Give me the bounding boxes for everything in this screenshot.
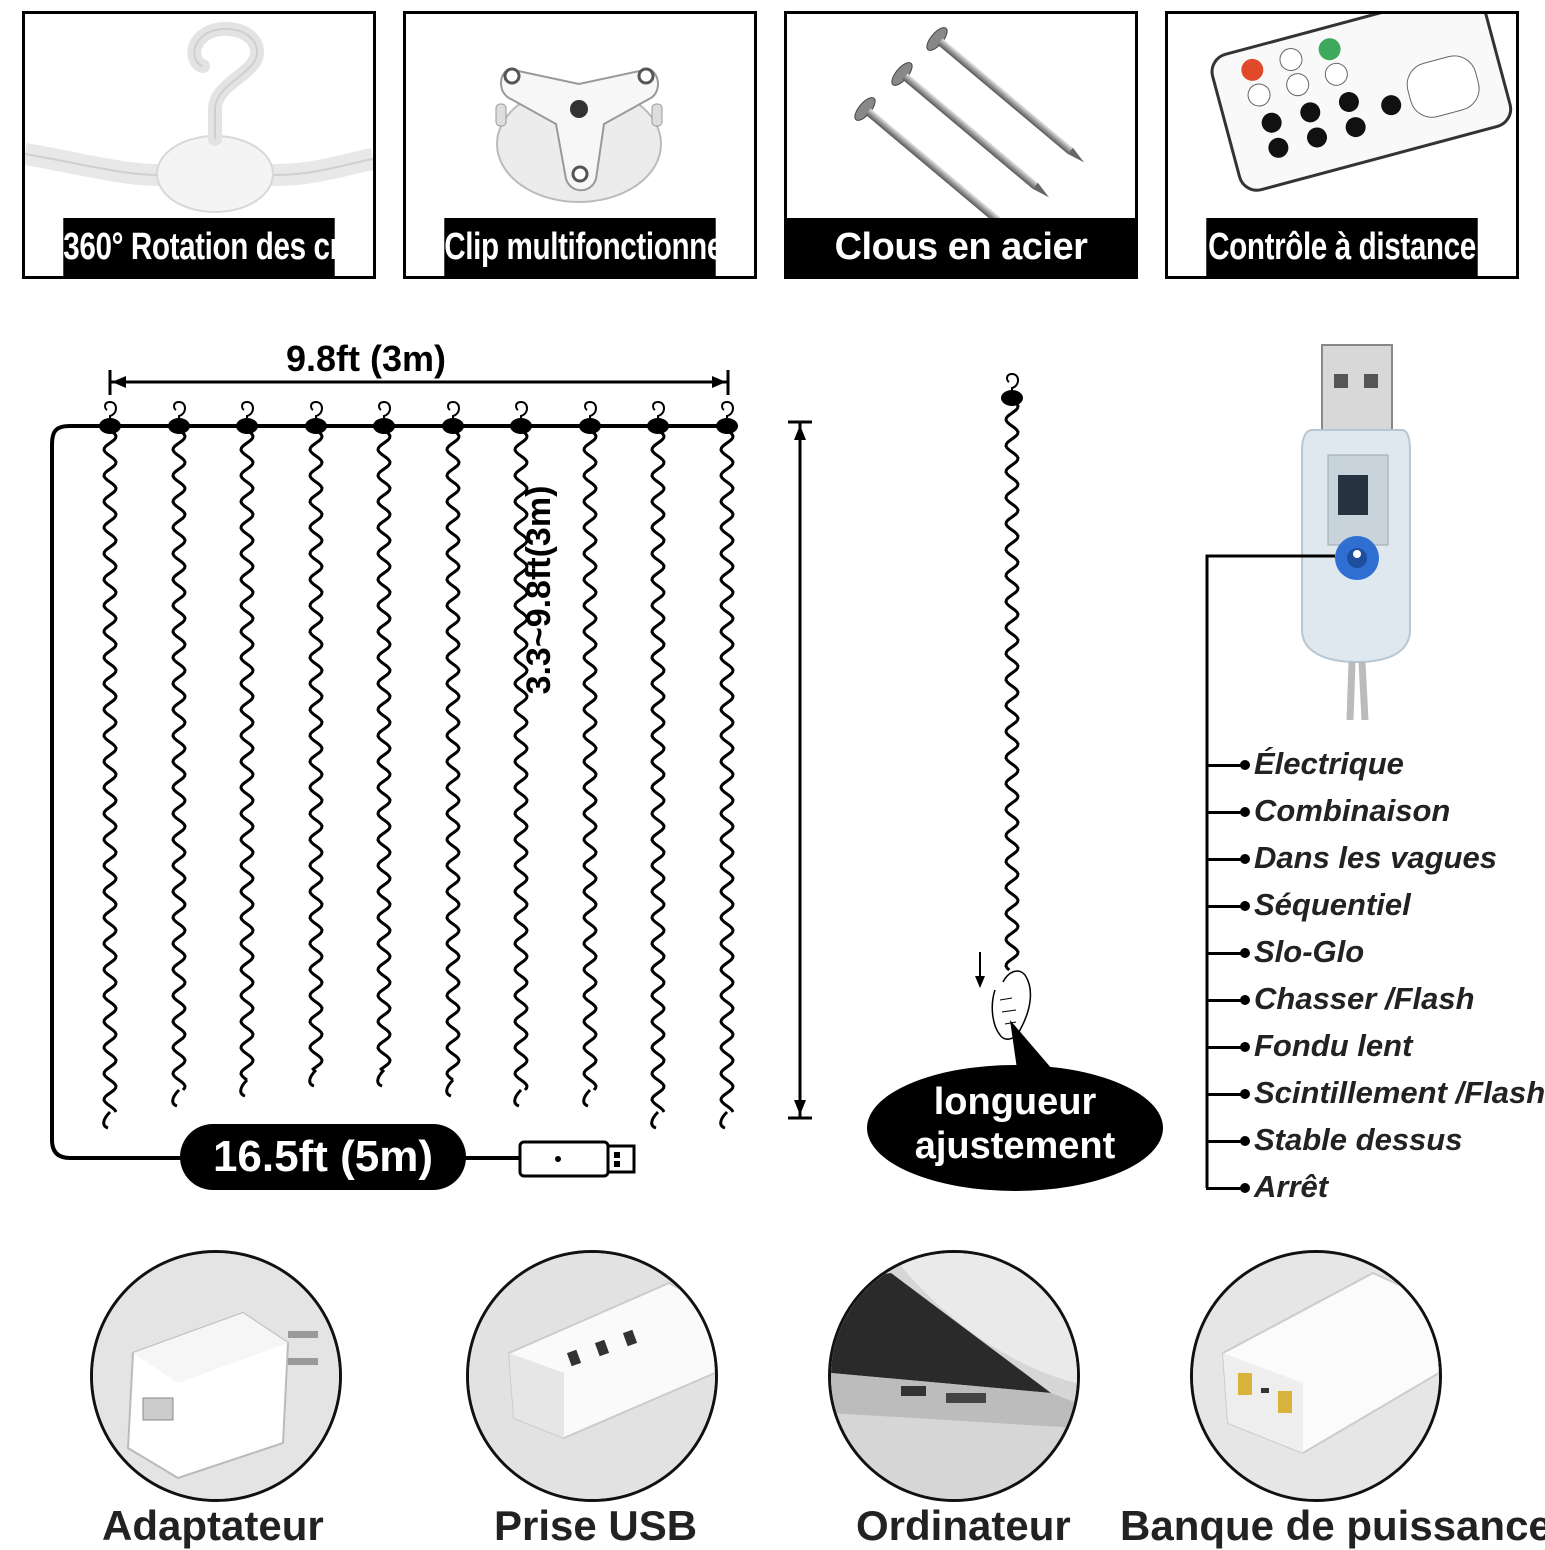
- clip-node: [442, 418, 464, 434]
- hook-icon: [515, 400, 528, 424]
- power-source-laptop: Ordinateur: [828, 1250, 1088, 1549]
- clip-node: [716, 418, 738, 434]
- strand-end: [102, 1110, 112, 1130]
- strand-end: [513, 1088, 523, 1108]
- strand-end: [582, 1088, 592, 1108]
- clip-node: [510, 418, 532, 434]
- light-strand: [308, 428, 324, 1072]
- light-strand: [1004, 398, 1020, 972]
- hook-icon: [310, 400, 323, 424]
- clip-node: [579, 418, 601, 434]
- light-strand: [171, 428, 187, 1091]
- nails-icon: [854, 27, 1085, 224]
- hook-icon: [241, 400, 254, 424]
- hook-icon: [104, 400, 117, 424]
- width-dimension-line: [108, 370, 730, 395]
- height-label: 3.3~9.8ft(3m): [520, 485, 558, 695]
- main-cable: [50, 424, 185, 1160]
- down-arrow-icon: [975, 952, 985, 988]
- height-dimension-line: [788, 420, 812, 1120]
- strand-end: [650, 1110, 660, 1130]
- clip-node: [168, 418, 190, 434]
- light-strand: [376, 428, 392, 1072]
- light-strand: [582, 428, 598, 1091]
- light-strand: [239, 428, 255, 1082]
- light-strand: [102, 428, 118, 1113]
- accessory-card-clip: Clip multifonctionnel: [403, 11, 757, 279]
- accessory-card-remote: Contrôle à distance: [1165, 11, 1519, 279]
- clip-node: [305, 418, 327, 434]
- accessory-card-hook: 360° Rotation des crochets: [22, 11, 376, 279]
- strand-end: [376, 1068, 386, 1088]
- usb-strip-icon: [469, 1253, 715, 1499]
- strand-end: [308, 1068, 318, 1088]
- curtain-diagram: 9.8ft (3m) 3.3~9.8ft(3m) 16.5ft (5m) lon…: [0, 300, 1545, 1230]
- accessory-label: Clip multifonctionnel: [444, 218, 731, 276]
- power-source-label: Ordinateur: [856, 1502, 1071, 1549]
- strand-end: [171, 1088, 181, 1108]
- light-strand: [513, 428, 529, 1091]
- power-source-power-bank: Banque de puissance: [1120, 1250, 1545, 1549]
- laptop-icon: [831, 1253, 1077, 1499]
- power-source-label: Adaptateur: [102, 1502, 324, 1549]
- hook-icon: [1006, 372, 1019, 396]
- power-source-usb-strip: Prise USB: [466, 1250, 726, 1549]
- clip-node: [99, 418, 121, 434]
- usb-plug-icon: [518, 1140, 636, 1178]
- usb-controller-icon: [1301, 344, 1411, 721]
- modes-bracket: [1205, 554, 1335, 1188]
- accessory-label: Contrôle à distance: [1206, 218, 1478, 276]
- power-source-label: Prise USB: [494, 1502, 698, 1549]
- power-source-adapter: Adaptateur: [90, 1250, 350, 1549]
- adapter-icon: [93, 1253, 339, 1499]
- adjustment-label: longueur ajustement: [870, 1080, 1160, 1168]
- light-strand: [719, 428, 735, 1113]
- strand-end: [445, 1078, 455, 1098]
- power-bank-icon: [1193, 1253, 1439, 1499]
- strand-end: [239, 1078, 249, 1098]
- power-source-label: Banque de puissance: [1120, 1502, 1545, 1549]
- adjustment-line-2: ajustement: [914, 1125, 1116, 1167]
- hook-icon: [173, 400, 186, 424]
- hook-icon: [25, 21, 373, 213]
- light-strands: [99, 400, 738, 1130]
- accessory-card-nails: Clous en acier: [784, 11, 1138, 279]
- accessory-label: 360° Rotation des crochets: [63, 218, 373, 276]
- strand-end: [719, 1110, 729, 1130]
- light-strand: [650, 428, 666, 1113]
- hook-icon: [584, 400, 597, 424]
- cable-length-badge: 16.5ft (5m): [180, 1124, 466, 1190]
- hook-icon: [447, 400, 460, 424]
- width-label: 9.8ft (3m): [286, 338, 447, 379]
- accessory-label: Clous en acier: [787, 218, 1135, 276]
- adjustment-line-1: longueur: [933, 1081, 1097, 1123]
- light-strand: [445, 428, 461, 1082]
- clip-node: [373, 418, 395, 434]
- hook-icon: [378, 400, 391, 424]
- clip-node: [647, 418, 669, 434]
- hook-icon: [652, 400, 665, 424]
- clip-icon: [495, 67, 663, 203]
- remote-icon: [1210, 14, 1513, 192]
- hook-icon: [721, 400, 734, 424]
- adjustable-strand: [1001, 372, 1023, 972]
- clip-node: [236, 418, 258, 434]
- clip-node: [1001, 390, 1023, 406]
- adjustment-bubble: [867, 1020, 1163, 1191]
